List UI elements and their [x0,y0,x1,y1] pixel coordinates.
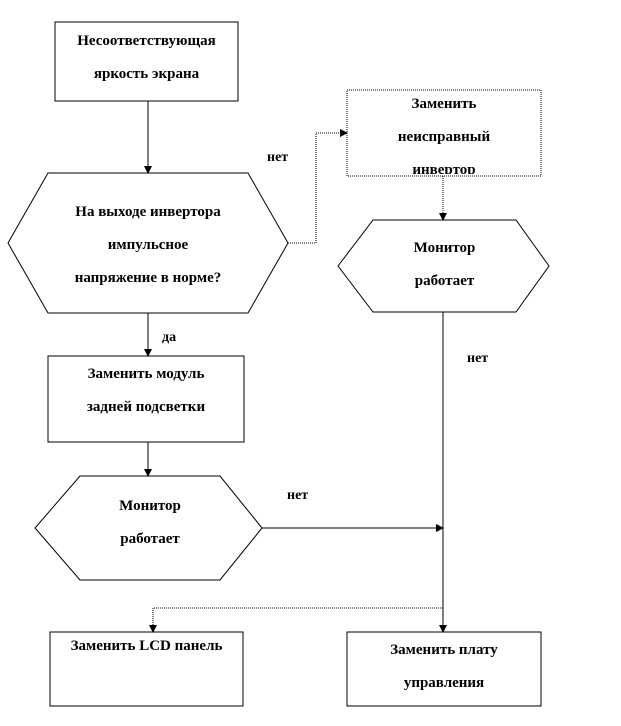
replace-board-text: Заменить плату управления [347,634,541,700]
line: импульсное [107,237,189,253]
line: Несоответствующая [77,33,216,49]
replace-backlight-text: Заменить модуль задней подсветки [48,358,244,424]
line: работает [120,531,180,547]
hex-monitor-works-2 [34,475,263,581]
line: неисправный [397,129,491,145]
edge-to-lcd [149,607,443,633]
line: напряжение в норме? [74,270,222,286]
edge-label-no: нет [287,488,309,503]
line: инвертор [412,162,476,174]
start-text: Несоответствующая яркость экрана [55,25,238,91]
line: Заменить [411,96,477,112]
line: Заменить LCD панель [70,638,223,654]
line: работает [414,273,475,289]
line: задней подсветки [86,399,206,415]
edge-label-yes: да [162,330,177,345]
edge-label-no: нет [267,150,289,165]
box-start [54,21,239,102]
line: Монитор [413,240,476,256]
check-inverter-text: На выходе инвертора импульсное напряжение … [48,196,248,295]
replace-lcd-text: Заменить LCD панель [50,630,243,663]
edge-label-no: нет [467,351,489,366]
line: На выходе инвертора [75,204,221,220]
line: яркость экрана [93,66,200,82]
box-replace-lcd [49,631,244,707]
line: Заменить плату [390,642,498,658]
hex-monitor-works-1 [337,219,550,313]
replace-inverter-text: Заменить неисправный инвертор [347,88,541,174]
edge-check-no [288,129,348,244]
monitor-works-1-text: Монитор работает [373,232,516,298]
hex-check-inverter [7,172,289,314]
line: Заменить модуль [87,366,205,382]
line: управления [403,675,485,691]
line: Монитор [119,498,181,514]
monitor-works-2-text: Монитор работает [80,490,220,556]
